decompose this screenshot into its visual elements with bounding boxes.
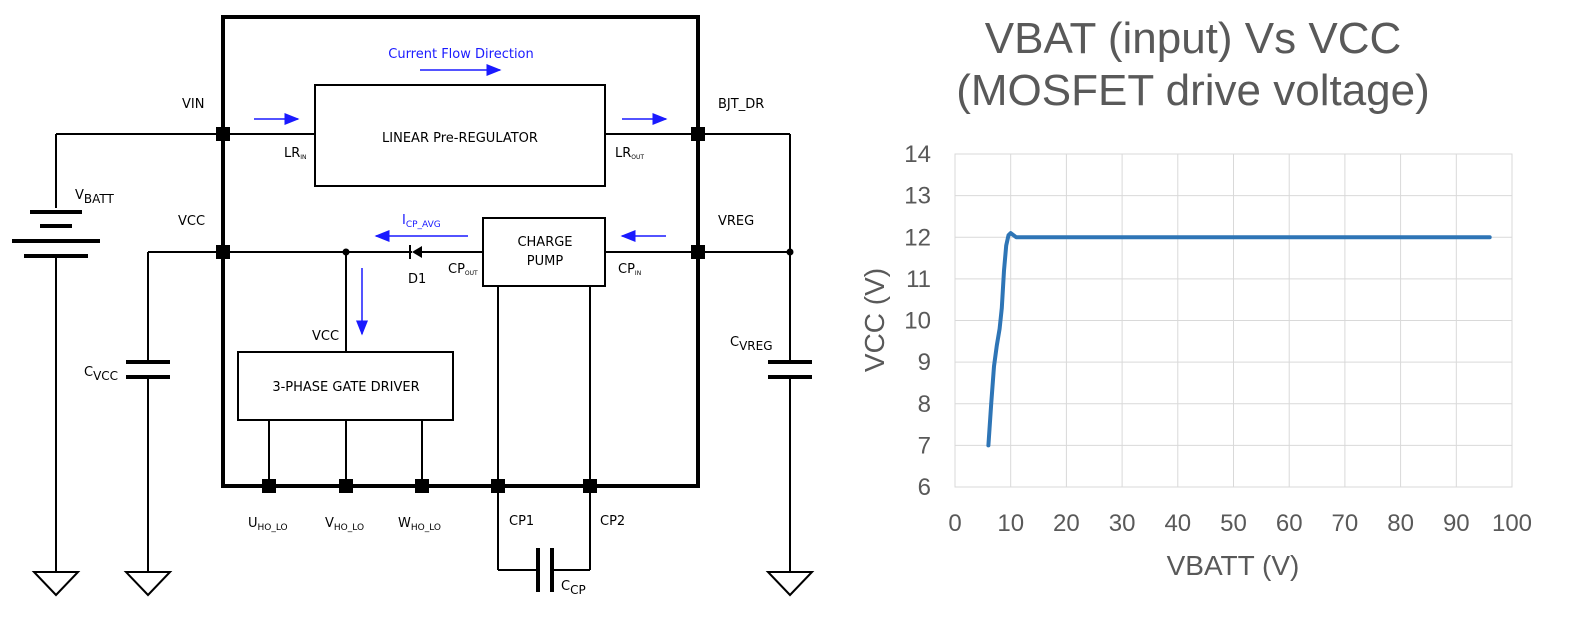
pin-label-vreg: VREG: [718, 214, 754, 229]
lr-in-label: LRIN: [284, 146, 307, 161]
pin-label-bjt-dr: BJT_DR: [718, 97, 764, 112]
y-tick-label: 11: [906, 266, 931, 293]
y-axis-title: VCC (V): [860, 268, 890, 372]
x-tick-label: 40: [1164, 510, 1191, 537]
y-tick-label: 13: [904, 183, 931, 210]
cp-out-label: CPOUT: [448, 262, 478, 277]
chart-title-line-2: (MOSFET drive voltage): [956, 66, 1430, 115]
vbat-vs-vcc-chart: VBAT (input) Vs VCC (MOSFET drive voltag…: [860, 14, 1532, 581]
charge-pump-block: [482, 217, 606, 287]
y-axis-ticks: 6 7 8 9 10 11 12 13 14: [904, 141, 931, 501]
linear-regulator-label: LINEAR Pre-REGULATOR: [382, 131, 538, 146]
pin-label-vin: VIN: [182, 97, 204, 112]
linear-regulator-block: [314, 84, 606, 187]
x-tick-label: 80: [1387, 510, 1414, 537]
x-tick-label: 30: [1109, 510, 1136, 537]
x-tick-label: 20: [1053, 510, 1080, 537]
vcc-series-line: [986, 231, 1492, 448]
ic-pins: [216, 127, 794, 493]
x-axis-ticks: 0 10 20 30 40 50 60 70 80 90 100: [948, 510, 1532, 537]
circuit-schematic: LINEAR Pre-REGULATOR CHARGE PUMP 3-PHASE…: [12, 15, 815, 597]
u-output-label: UHO_LO: [248, 516, 288, 533]
x-tick-label: 0: [948, 510, 961, 537]
w-output-label: WHO_LO: [398, 516, 441, 533]
chart-grid: [954, 153, 1513, 488]
x-tick-label: 90: [1443, 510, 1470, 537]
gate-driver-vcc-label: VCC: [312, 329, 339, 344]
cp-in-label: CPIN: [618, 262, 641, 277]
chart-title-line-1: VBAT (input) Vs VCC: [985, 14, 1402, 63]
y-tick-label: 14: [904, 141, 931, 168]
x-axis-title: VBATT (V): [1167, 550, 1300, 581]
capacitor-cvcc: [126, 360, 170, 379]
y-tick-label: 9: [918, 349, 931, 376]
y-tick-label: 8: [918, 391, 931, 418]
diode-d1: [409, 245, 422, 259]
gate-driver-block: [237, 351, 454, 421]
y-tick-label: 12: [904, 224, 931, 251]
x-tick-label: 70: [1332, 510, 1359, 537]
cvreg-label: CVREG: [730, 335, 773, 353]
gate-driver-label: 3-PHASE GATE DRIVER: [272, 380, 419, 395]
current-arrows: [254, 64, 668, 336]
x-tick-label: 100: [1492, 510, 1532, 537]
ground-symbols: [31, 571, 815, 597]
capacitor-cvreg: [768, 360, 812, 379]
v-output-label: VHO_LO: [325, 516, 364, 533]
current-flow-label: Current Flow Direction: [388, 47, 534, 62]
charge-pump-label-2: PUMP: [527, 254, 564, 269]
icp-avg-label: ICP_AVG: [402, 213, 441, 230]
pin-label-cp1: CP1: [509, 514, 534, 529]
vbatt-label: VBATT: [75, 188, 115, 206]
charge-pump-label-1: CHARGE: [517, 235, 572, 250]
x-tick-label: 60: [1276, 510, 1303, 537]
cvcc-label: CVCC: [84, 365, 118, 383]
diode-label: D1: [408, 272, 426, 287]
y-tick-label: 10: [904, 308, 931, 335]
pin-label-cp2: CP2: [600, 514, 625, 529]
x-tick-label: 10: [997, 510, 1024, 537]
capacitor-ccp: [536, 548, 554, 592]
pin-label-vcc: VCC: [178, 214, 205, 229]
y-tick-label: 6: [918, 474, 931, 501]
lr-out-label: LROUT: [615, 146, 644, 161]
plot-area-border: [954, 153, 1513, 488]
y-tick-label: 7: [918, 432, 931, 459]
x-tick-label: 50: [1220, 510, 1247, 537]
ccp-label: CCP: [561, 579, 586, 597]
battery-vbatt: [12, 210, 100, 258]
